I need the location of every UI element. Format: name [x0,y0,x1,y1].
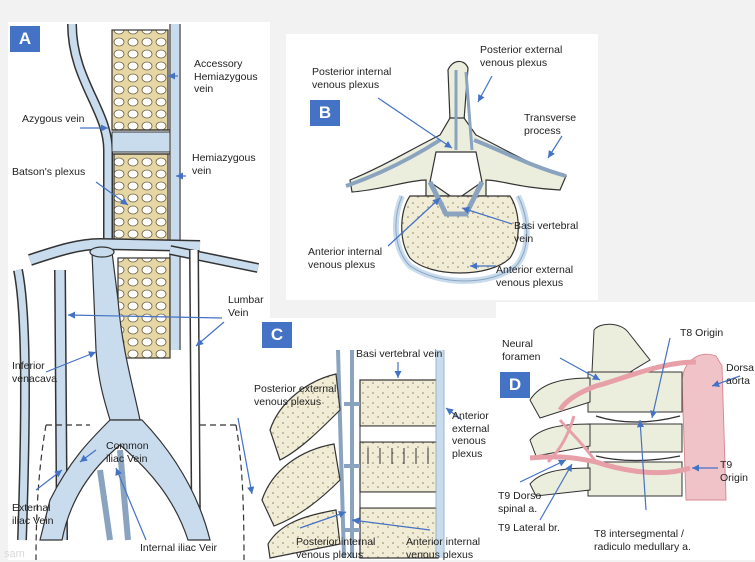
label-b-posterior-external: Posterior external venous plexus [480,44,562,69]
label-azygous-vein: Azygous vein [22,113,84,126]
label-b-posterior-internal: Posterior internal venous plexus [312,66,391,91]
label-internal-iliac-vein: Internal iliac Veir [140,542,217,555]
label-d-neural-foramen: Neural foramen [502,338,541,363]
label-c-anterior-external: Anterior external venous plexus [452,410,489,460]
label-b-anterior-internal: Anterior internal venous plexus [308,246,382,271]
panel-d-drawing [520,324,740,520]
watermark: sam [4,548,25,560]
label-c-basi-vertebral: Basi vertebral vein [356,348,442,361]
label-external-iliac-vein: External iliac Vein [12,502,53,527]
panel-b-badge: B [310,100,340,126]
label-accessory-hemiazygous-vein: Accessory Hemiazygous vein [194,58,258,96]
panel-c-badge: C [262,322,292,348]
label-d-t9-lateral: T9 Lateral br. [498,522,560,535]
label-c-posterior-internal: Posterior internal venous plexus [296,536,375,561]
label-batsons-plexus: Batson's plexus [12,166,85,179]
batsons-plexus-upper [112,30,168,130]
panel-a-drawing [18,24,258,560]
panel-d-badge: D [500,372,530,398]
label-d-t8-origin: T8 Origin [680,327,723,340]
label-d-dorsal-aorta: Dorsa aorta [726,362,754,387]
batsons-plexus-mid [114,154,168,244]
label-c-anterior-internal: Anterior internal venous plexus [406,536,480,561]
label-d-t9-origin: T9 Origin [720,459,748,484]
label-d-t8-intersegmental: T8 intersegmental / radiculo medullary a… [594,528,691,553]
panel-a-badge: A [10,26,40,52]
label-common-iliac-vein: Common iliac Vein [106,440,149,465]
panel-c-drawing [238,350,462,558]
label-lumbar-vein: Lumbar Vein [228,294,264,319]
label-hemiazygous-vein: Hemiazygous vein [192,152,256,177]
label-c-posterior-external: Posterior external venous plexus [254,383,336,408]
batsons-plexus-lower [118,258,170,358]
label-inferior-venacava: Inferior venacava [12,360,57,385]
label-d-t9-dorso-spinal: T9 Dorso spinal a. [498,490,541,515]
label-b-anterior-external: Anterior external venous plexus [496,264,573,289]
label-b-basi-vertebral: Basi vertebral vein [514,220,578,245]
label-b-transverse-process: Transverse process [524,112,576,137]
